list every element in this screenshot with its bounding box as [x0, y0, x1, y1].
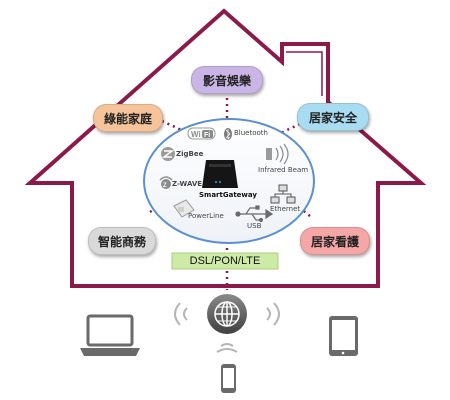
category-home-care: 居家看護 [300, 227, 370, 255]
ethernet-icon [270, 184, 296, 204]
bluetooth-label: Bluetooth [234, 129, 268, 137]
usb-icon [235, 205, 274, 223]
internet-globe-icon [207, 294, 247, 334]
ethernet-label: Ethernet [270, 205, 301, 213]
uplink-label: DSL/PON/LTE [189, 255, 261, 267]
smartphone-icon [221, 364, 236, 393]
uplink-bar [171, 252, 279, 270]
infrared-label: Infrared Beam [258, 166, 309, 174]
infrared-beam-icon [266, 143, 289, 165]
zigbee-icon [161, 147, 175, 161]
category-home-security: 居家安全 [297, 103, 369, 131]
wifi-logo-icon: Wi Fi [187, 127, 216, 140]
svg-text:Z: Z [163, 183, 167, 189]
usb-label: USB [247, 222, 262, 230]
bluetooth-icon [224, 128, 232, 140]
wireless-waves [174, 302, 280, 353]
gateway-label: SmartGateway [199, 191, 257, 199]
powerline-label: PowerLine [188, 212, 224, 220]
tablet-icon [329, 316, 358, 356]
category-entertainment: 影音娛樂 [191, 66, 263, 94]
chimney-detail [286, 51, 323, 96]
zigbee-label: ZigBee [176, 150, 204, 158]
smart-gateway-device-icon [202, 160, 238, 188]
category-smart-business: 智能商務 [88, 227, 156, 255]
category-green-home: 綠能家庭 [93, 104, 163, 132]
zwave-icon: Z [159, 176, 173, 189]
house-outline [24, 8, 427, 288]
zwave-label: Z-WAVE [172, 180, 203, 188]
powerline-plug-icon [173, 199, 195, 218]
laptop-icon [80, 314, 140, 356]
svg-text:Wi: Wi [191, 130, 201, 139]
svg-text:Fi: Fi [204, 132, 210, 139]
